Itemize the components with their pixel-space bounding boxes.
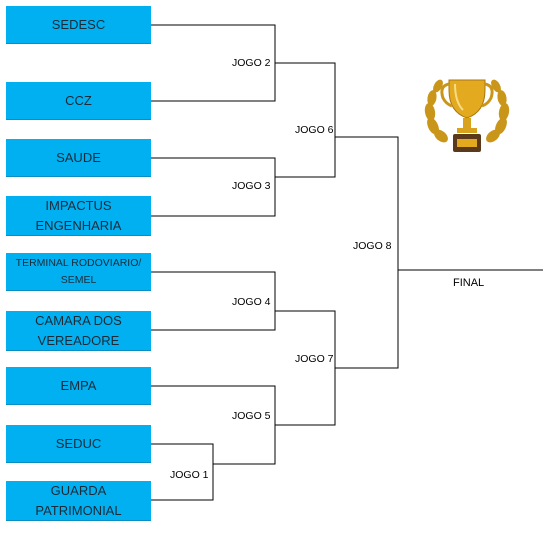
team-ccz: CCZ [6, 82, 151, 120]
trophy-icon [419, 68, 515, 169]
final-label: FINAL [453, 277, 485, 289]
game-label-jogo-8: JOGO 8 [353, 240, 392, 252]
team-empa: EMPA [6, 367, 151, 405]
game-label-jogo-5: JOGO 5 [232, 410, 271, 422]
game-label-jogo-1: JOGO 1 [170, 469, 209, 481]
game-label-jogo-6: JOGO 6 [295, 124, 334, 136]
game-label-jogo-7: JOGO 7 [295, 353, 334, 365]
team-guarda-patrimonial: GUARDA PATRIMONIAL [6, 481, 151, 521]
game-label-jogo-2: JOGO 2 [232, 57, 271, 69]
team-saude: SAUDE [6, 139, 151, 177]
team-sedesc: SEDESC [6, 6, 151, 44]
team-camara-dos-vereadores: CAMARA DOS VEREADORE [6, 311, 151, 351]
team-terminal-rodoviario-semel: TERMINAL RODOVIARIO/ SEMEL [6, 253, 151, 291]
game-label-jogo-4: JOGO 4 [232, 296, 271, 308]
game-label-jogo-3: JOGO 3 [232, 180, 271, 192]
team-impactus-engenharia: IMPACTUS ENGENHARIA [6, 196, 151, 236]
team-seduc: SEDUC [6, 425, 151, 463]
